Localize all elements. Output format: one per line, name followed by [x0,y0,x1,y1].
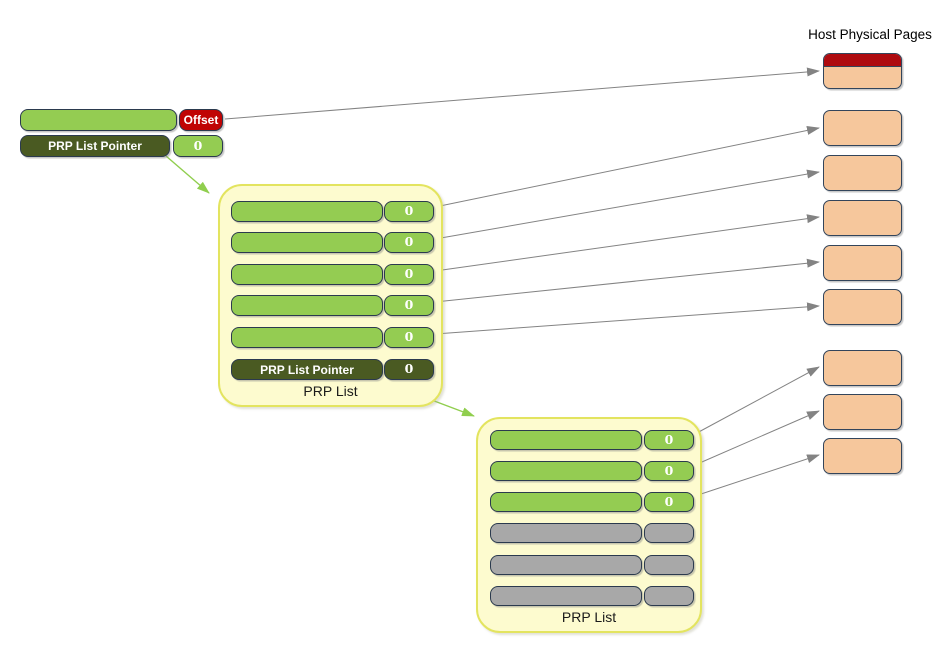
prp-list1-label: PRP List [303,383,358,399]
prp-list-pointer-label: PRP List Pointer [48,139,142,153]
entry-value: 0 [664,462,674,478]
host-page-9 [823,438,902,474]
prp-list1-entry3-bar [231,264,383,285]
offset-label: Offset [183,113,219,127]
host-page-3 [823,155,902,191]
arrow-list1e2-to-page3 [434,169,820,240]
prp-entry-offset-box: Offset [179,109,223,131]
prp-list2-unused1-bar [490,523,642,543]
host-page-1 [823,53,902,89]
prp-list1-entry4-bar [231,295,383,316]
prp-list2-entry3-bar [490,492,642,512]
prp-list1-entry2-value: 0 [384,232,434,253]
prp-list2-label: PRP List [561,609,617,625]
prp-list2-unused1-value [644,523,694,543]
prp-list-pointer-bar: PRP List Pointer [20,135,170,157]
arrow-pointer-to-list1 [165,155,210,194]
arrow-offset-to-page1 [224,67,820,120]
prp-list2-entry1-value: 0 [644,430,694,450]
prp-list1-entry3-value: 0 [384,264,434,285]
prp-list2-entry2-bar [490,461,642,481]
host-page-7 [823,350,902,386]
prp-list2-unused2-bar [490,555,642,575]
host-page-6 [823,289,902,325]
host-page-5 [823,245,902,281]
prp-list-pointer-label: PRP List Pointer [260,362,354,377]
arrow-list2e1-to-page7 [694,366,820,435]
pointer-value: 0 [193,137,203,153]
host-page-1-used-region [824,54,901,67]
entry-value: 0 [404,297,414,313]
entry-value: 0 [404,329,414,345]
prp-list1-entry5-bar [231,327,383,348]
host-page-2 [823,110,902,146]
prp-list2-unused3-bar [490,586,642,606]
arrow-list1e1-to-page2 [434,126,820,208]
prp-list2-unused3-value [644,586,694,606]
prp-list1-entry4-value: 0 [384,295,434,316]
entry-value: 0 [404,266,414,282]
arrow-list2e2-to-page8 [694,410,820,466]
prp-list1-entry1-value: 0 [384,201,434,222]
arrow-list1e4-to-page5 [434,258,820,303]
prp-entry-base-bar [20,109,177,131]
arrow-list2e3-to-page9 [694,454,820,497]
host-page-8 [823,394,902,430]
prp-list-2: 0 0 0 PRP List [476,417,702,633]
prp-list1-pointer-bar: PRP List Pointer [231,359,383,380]
prp-list1-entry5-value: 0 [384,327,434,348]
entry-value: 0 [664,431,674,447]
prp-list1-pointer-value: 0 [384,359,434,380]
prp-list1-entry1-bar [231,201,383,222]
arrow-list1e5-to-page6 [434,302,820,335]
entry-value: 0 [664,493,674,509]
prp-list2-unused2-value [644,555,694,575]
prp-list2-entry3-value: 0 [644,492,694,512]
pointer-value: 0 [404,361,414,377]
entry-value: 0 [404,234,414,250]
prp-list-1: 0 0 0 0 0 PRP List Pointer 0 PRP List [218,184,443,407]
prp-list2-entry1-bar [490,430,642,450]
entry-value: 0 [404,203,414,219]
host-physical-pages-title: Host Physical Pages [808,27,932,42]
host-page-4 [823,200,902,236]
prp-list1-entry2-bar [231,232,383,253]
prp-list-pointer-value-box: 0 [173,135,223,157]
prp-list2-entry2-value: 0 [644,461,694,481]
arrow-list1e3-to-page4 [434,214,820,272]
